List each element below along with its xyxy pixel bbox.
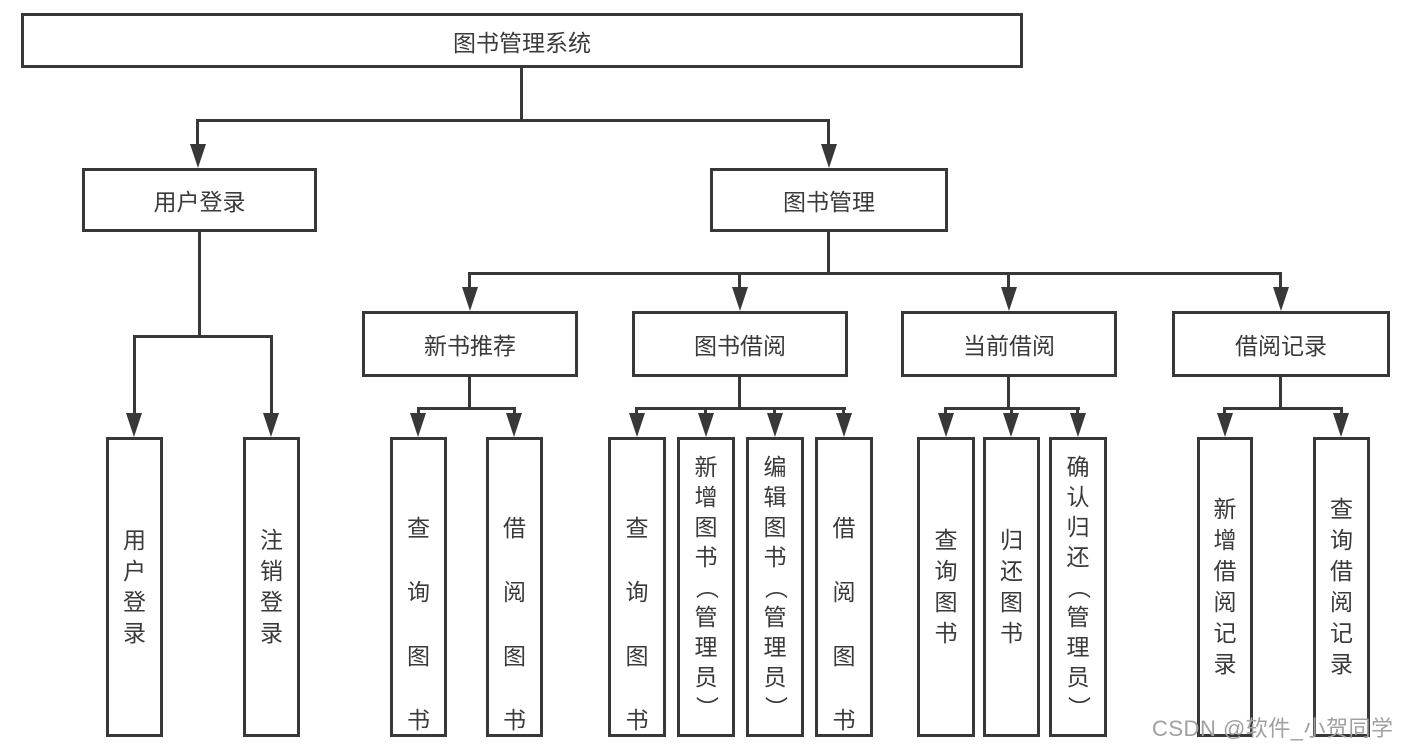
arrowhead-down-icon [629, 413, 645, 437]
leaf-current-confirm-return-admin: 确认归还（管理员） [1049, 437, 1107, 737]
node-current-borrow-label: 当前借阅 [963, 333, 1055, 359]
connector-line [468, 272, 471, 290]
arrowhead-down-icon [410, 413, 426, 437]
arrowhead-down-icon [821, 144, 837, 168]
connector-line [738, 272, 741, 290]
leaf-borrow-borrow-book: 借阅图书 [815, 437, 873, 737]
arrowhead-down-icon [938, 413, 954, 437]
arrowhead-down-icon [767, 413, 783, 437]
arrowhead-down-icon [126, 413, 142, 437]
leaf-borrow-add-book-admin: 新增图书（管理员） [677, 437, 735, 737]
leaf-user-login-logout-label: 注销登录 [260, 527, 283, 646]
connector-line [827, 232, 830, 274]
connector-line [520, 66, 523, 120]
connector-line [1340, 407, 1343, 417]
node-new-book-recommend-label: 新书推荐 [424, 333, 516, 359]
leaf-current-query-book-label: 查询图书 [934, 527, 958, 646]
arrowhead-down-icon [263, 413, 279, 437]
connector-line [635, 407, 638, 417]
leaf-current-return-book-label: 归还图书 [1000, 527, 1023, 646]
leaf-current-confirm-return-admin-label: 确认归还（管理员） [1065, 453, 1092, 719]
connector-line [738, 377, 741, 409]
node-borrow-records: 借阅记录 [1172, 311, 1390, 377]
leaf-records-query-record: 查询借阅记录 [1313, 437, 1370, 737]
connector-line [1007, 377, 1010, 409]
node-borrow-records-label: 借阅记录 [1235, 333, 1327, 359]
node-book-borrow: 图书借阅 [632, 311, 848, 377]
arrowhead-down-icon [732, 287, 748, 311]
leaf-user-login-logout: 注销登录 [243, 437, 300, 737]
node-root: 图书管理系统 [21, 13, 1023, 68]
leaf-user-login-login-label: 用户登录 [123, 527, 146, 646]
node-book-management: 图书管理 [710, 168, 948, 232]
node-new-book-recommend: 新书推荐 [362, 311, 578, 377]
connector-line [1076, 407, 1079, 417]
node-current-borrow: 当前借阅 [901, 311, 1117, 377]
connector-line [773, 407, 776, 417]
connector-line [133, 335, 136, 415]
node-book-management-label: 图书管理 [783, 189, 875, 215]
leaf-borrow-edit-book-admin: 编辑图书（管理员） [746, 437, 804, 737]
connector-line [1010, 407, 1013, 417]
leaf-current-query-book: 查询图书 [917, 437, 975, 737]
connector-line [827, 119, 830, 147]
node-user-login-label: 用户登录 [153, 189, 246, 215]
leaf-current-return-book: 归还图书 [983, 437, 1040, 737]
arrowhead-down-icon [190, 144, 206, 168]
connector-line [133, 335, 273, 338]
leaf-borrow-borrow-book-label: 借阅图书 [832, 515, 856, 733]
connector-line [842, 407, 845, 417]
leaf-records-add-record: 新增借阅记录 [1197, 437, 1253, 737]
connector-line [196, 119, 199, 147]
arrowhead-down-icon [1333, 413, 1349, 437]
connector-line [944, 407, 947, 417]
leaf-records-add-record-label: 新增借阅记录 [1213, 496, 1237, 677]
connector-line [270, 335, 273, 415]
arrowhead-down-icon [1217, 413, 1233, 437]
leaf-borrow-query-book-label: 查询图书 [625, 515, 649, 733]
connector-line [1279, 377, 1282, 409]
connector-line [417, 407, 516, 410]
leaf-recommend-borrow-book-label: 借阅图书 [503, 515, 526, 733]
leaf-recommend-borrow-book: 借阅图书 [486, 437, 543, 737]
arrowhead-down-icon [1070, 413, 1086, 437]
connector-line [704, 407, 707, 417]
leaf-records-query-record-label: 查询借阅记录 [1330, 496, 1353, 677]
connector-line [635, 407, 846, 410]
node-book-borrow-label: 图书借阅 [694, 333, 786, 359]
watermark: CSDN @软件_小贺同学 [1152, 716, 1394, 741]
node-user-login: 用户登录 [82, 168, 317, 232]
leaf-borrow-add-book-admin-label: 新增图书（管理员） [693, 453, 720, 719]
leaf-user-login-login: 用户登录 [106, 437, 163, 737]
connector-line [196, 119, 830, 122]
arrowhead-down-icon [698, 413, 714, 437]
arrowhead-down-icon [836, 413, 852, 437]
arrowhead-down-icon [1003, 413, 1019, 437]
arrowhead-down-icon [1001, 287, 1017, 311]
connector-line [468, 377, 471, 409]
leaf-recommend-query-book-label: 查询图书 [407, 515, 430, 733]
arrowhead-down-icon [506, 413, 522, 437]
leaf-recommend-query-book: 查询图书 [390, 437, 447, 737]
connector-line [1279, 272, 1282, 290]
arrowhead-down-icon [1273, 287, 1289, 311]
connector-line [1223, 407, 1343, 410]
connector-line [468, 272, 1282, 275]
connector-line [1007, 272, 1010, 290]
leaf-borrow-query-book: 查询图书 [608, 437, 666, 737]
arrowhead-down-icon [462, 287, 478, 311]
connector-line [198, 232, 201, 336]
connector-line [1223, 407, 1226, 417]
node-root-label: 图书管理系统 [453, 29, 591, 56]
connector-line [513, 407, 516, 417]
connector-line [417, 407, 420, 417]
leaf-borrow-edit-book-admin-label: 编辑图书（管理员） [762, 453, 789, 719]
